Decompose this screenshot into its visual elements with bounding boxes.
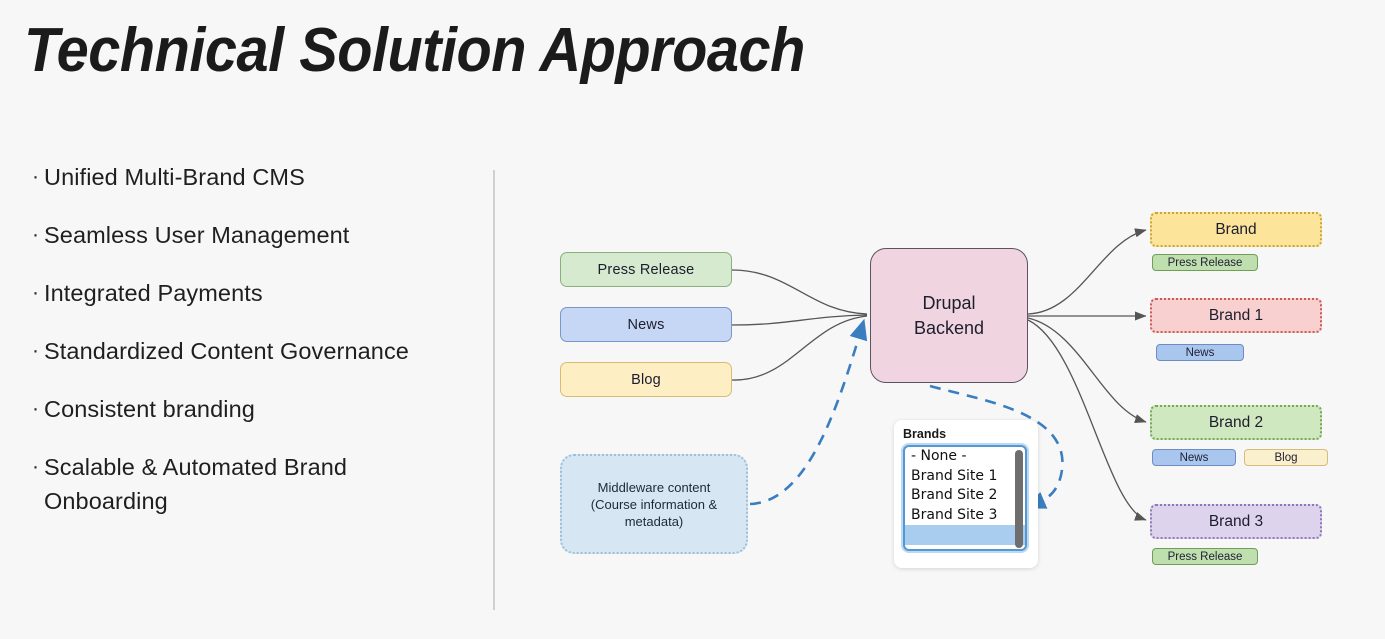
tag-label: Press Release xyxy=(1167,550,1243,563)
backend-label-line1: Drupal xyxy=(922,292,976,313)
brands-select-widget[interactable]: Brands - None - Brand Site 1 Brand Site … xyxy=(894,420,1038,568)
brand-card-label: Brand 3 xyxy=(1208,512,1264,530)
middleware-label-line3: metadata) xyxy=(624,513,684,529)
content-type-label: News xyxy=(627,316,665,333)
column-divider xyxy=(493,170,495,610)
drupal-backend-node[interactable]: Drupal Backend xyxy=(870,248,1028,383)
content-type-news[interactable]: News xyxy=(560,307,732,342)
middleware-label-line1: Middleware content xyxy=(597,479,711,495)
content-type-press-release[interactable]: Press Release xyxy=(560,252,732,287)
brand-card-brand[interactable]: Brand xyxy=(1150,212,1322,247)
content-type-label: Press Release xyxy=(597,261,695,278)
bullet-marker: · xyxy=(32,281,39,304)
brands-option[interactable]: - None - xyxy=(911,448,967,464)
bullet-marker: · xyxy=(32,223,39,246)
tag-label: News xyxy=(1179,451,1209,464)
bullet-marker: · xyxy=(32,455,39,478)
listbox-scrollbar[interactable] xyxy=(1015,450,1023,548)
brand-card-label: Brand 1 xyxy=(1208,306,1264,324)
brands-option[interactable]: Brand Site 3 xyxy=(911,506,998,523)
brands-option[interactable]: Brand Site 2 xyxy=(911,487,998,503)
brands-option-selected[interactable] xyxy=(905,525,1025,545)
content-type-label: Blog xyxy=(631,371,661,388)
bullet-text: Integrated Payments xyxy=(44,280,263,306)
backend-label-line2: Backend xyxy=(913,317,985,338)
list-item: · Integrated Payments xyxy=(28,276,468,310)
brand-card-label: Brand xyxy=(1215,220,1257,238)
brand-tag-news[interactable]: News xyxy=(1156,344,1244,361)
bullet-text: Standardized Content Governance xyxy=(44,338,409,364)
bullet-text: Unified Multi-Brand CMS xyxy=(44,164,305,190)
list-item: · Seamless User Management xyxy=(28,218,468,252)
brand-tag-press-release[interactable]: Press Release xyxy=(1152,548,1258,565)
brand-tag-blog[interactable]: Blog xyxy=(1244,449,1328,466)
list-item: · Unified Multi-Brand CMS xyxy=(28,160,468,194)
page-title: Technical Solution Approach xyxy=(24,16,805,85)
bullet-text: Scalable & Automated Brand Onboarding xyxy=(44,454,348,514)
brands-option[interactable]: Brand Site 1 xyxy=(911,467,998,484)
bullet-text: Consistent branding xyxy=(44,396,255,422)
middleware-label-line2: (Course information & xyxy=(590,496,718,512)
tag-label: News xyxy=(1185,346,1215,359)
brand-tag-news[interactable]: News xyxy=(1152,449,1236,466)
list-item: · Consistent branding xyxy=(28,392,468,426)
brand-card-brand-2[interactable]: Brand 2 xyxy=(1150,405,1322,440)
middleware-content-node[interactable]: Middleware content (Course information &… xyxy=(560,454,748,554)
bullet-list: · Unified Multi-Brand CMS · Seamless Use… xyxy=(28,160,468,542)
content-type-blog[interactable]: Blog xyxy=(560,362,732,397)
brand-tag-press-release[interactable]: Press Release xyxy=(1152,254,1258,271)
brand-card-label: Brand 2 xyxy=(1208,413,1264,431)
tag-label: Blog xyxy=(1274,451,1298,464)
architecture-diagram: Press Release News Blog Drupal Backend M… xyxy=(510,150,1385,620)
bullet-marker: · xyxy=(32,397,39,420)
list-item: · Standardized Content Governance xyxy=(28,334,468,368)
brands-listbox[interactable]: - None - Brand Site 1 Brand Site 2 Brand… xyxy=(903,445,1027,551)
brand-card-brand-1[interactable]: Brand 1 xyxy=(1150,298,1322,333)
list-item: · Scalable & Automated Brand Onboarding xyxy=(28,450,468,518)
bullet-marker: · xyxy=(32,165,39,188)
bullet-text: Seamless User Management xyxy=(44,222,350,248)
bullet-marker: · xyxy=(32,339,39,362)
brands-field-label: Brands xyxy=(903,427,947,441)
brand-card-brand-3[interactable]: Brand 3 xyxy=(1150,504,1322,539)
tag-label: Press Release xyxy=(1167,256,1243,269)
